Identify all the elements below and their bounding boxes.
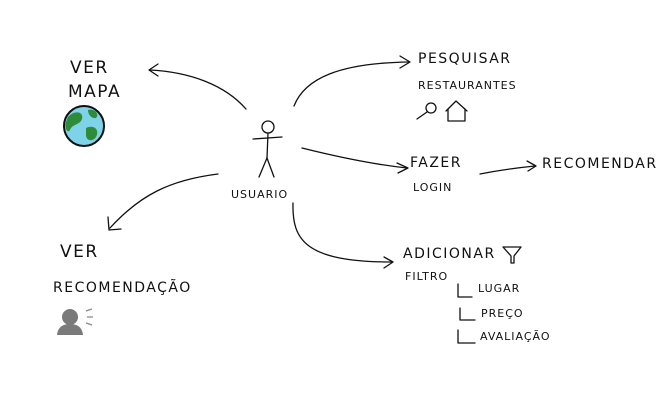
fazer-login-line2: LOGIN — [413, 181, 453, 194]
filter-option-lugar: LUGAR — [478, 282, 521, 295]
speaking-person-icon — [57, 308, 93, 335]
globe-icon — [63, 105, 105, 147]
arrow-login-to-recomendar — [479, 160, 537, 175]
fazer-login-line1: FAZER — [410, 155, 463, 171]
filter-option-preco: PREÇO — [481, 307, 524, 320]
arrow-to-fazer-login — [301, 147, 409, 174]
magnifier-icon — [416, 102, 437, 120]
house-icon — [445, 100, 468, 122]
actor-label: USUARIO — [231, 188, 289, 201]
ver-recomendacao-line1: VER — [60, 242, 99, 262]
filter-option-connectors — [457, 283, 476, 344]
recomendar-label: RECOMENDAR — [542, 156, 658, 172]
arrow-to-adicionar-filtro — [292, 202, 394, 269]
arrow-to-ver-mapa — [148, 63, 247, 110]
ver-recomendacao-line2: RECOMENDAÇÃO — [53, 280, 192, 296]
pesquisar-line2: RESTAURANTES — [418, 79, 517, 92]
funnel-icon — [502, 246, 522, 264]
adicionar-filtro-line2: FILTRO — [405, 270, 449, 283]
pesquisar-line1: PESQUISAR — [418, 51, 512, 67]
adicionar-filtro-line1: ADICIONAR — [403, 246, 496, 262]
actor-stick-figure — [252, 120, 283, 178]
ver-mapa-line1: VER — [70, 58, 109, 78]
arrow-to-pesquisar — [293, 55, 411, 107]
arrow-to-ver-recomendacao — [107, 173, 219, 231]
ver-mapa-line2: MAPA — [68, 82, 122, 102]
filter-option-avaliacao: AVALIAÇÃO — [480, 330, 551, 343]
